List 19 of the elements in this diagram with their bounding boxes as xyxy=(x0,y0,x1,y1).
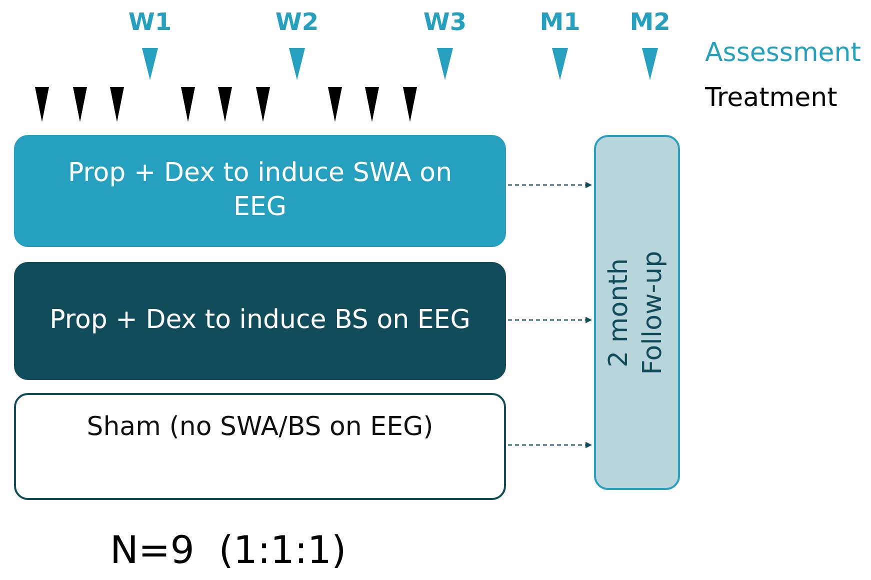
arrow xyxy=(508,442,592,448)
timepoint-label: W1 xyxy=(127,8,173,36)
arrow xyxy=(508,316,592,324)
treatment-arm-box xyxy=(14,262,506,380)
follow-up-box xyxy=(594,135,680,490)
legend-label: Assessment xyxy=(705,38,861,68)
box-label: Prop + Dex to induce SWA on EEG xyxy=(66,157,454,224)
box-label: Prop + Dex to induce BS on EEG xyxy=(48,304,472,338)
sample-size-note: N=9 (1:1:1) xyxy=(110,528,346,572)
timepoint-label: M2 xyxy=(628,8,672,36)
timepoint-label: M1 xyxy=(538,8,582,36)
timepoint-label: W2 xyxy=(274,8,320,36)
box-label: 2 month Follow-up xyxy=(603,250,669,376)
timepoint-label: W3 xyxy=(422,8,468,36)
box-label: Sham (no SWA/BS on EEG) xyxy=(86,411,434,444)
legend-label: Treatment xyxy=(705,83,838,113)
sham-arm-box xyxy=(14,393,506,500)
treatment-arm-box xyxy=(14,135,506,247)
arrow xyxy=(508,182,592,188)
